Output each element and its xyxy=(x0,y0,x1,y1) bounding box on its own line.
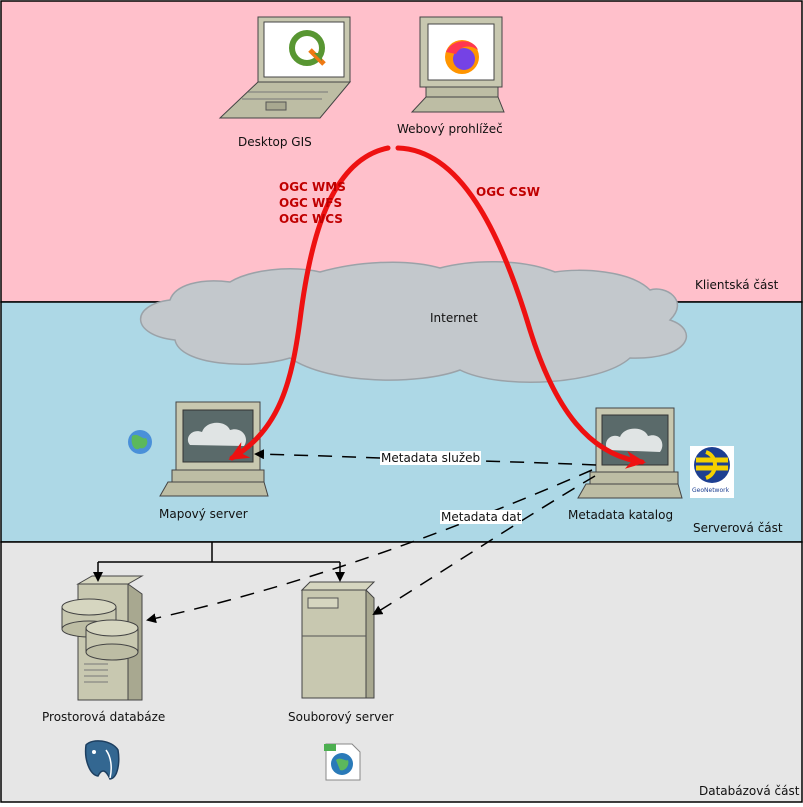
ogc-wfs-label: OGC WFS xyxy=(279,196,343,210)
ogc-wms-label: OGC WMS xyxy=(279,180,346,194)
geotiff-file-icon xyxy=(324,743,361,781)
database-zone-label: Databázová část xyxy=(699,784,800,798)
database-server-icon xyxy=(61,575,144,701)
laptop-icon xyxy=(218,16,352,119)
ogc-csw-label: OGC CSW xyxy=(476,185,540,199)
ogc-wms-wfs-wcs-arrow xyxy=(228,145,391,461)
browser-monitor-icon xyxy=(410,16,505,113)
geonetwork-logo-text: GeoNetwork xyxy=(692,487,730,494)
map-server-label: Mapový server xyxy=(159,507,248,521)
ogc-wcs-label: OGC WCS xyxy=(279,212,343,226)
postgresql-elephant-icon xyxy=(84,740,120,780)
internet-cloud xyxy=(139,260,688,383)
web-browser-label: Webový prohlížeč xyxy=(397,122,503,136)
service-metadata-label: Metadata služeb xyxy=(380,451,482,465)
client-zone-label: Klientská část xyxy=(695,278,779,292)
metadata-catalog-computer-icon xyxy=(577,407,683,499)
file-server-icon xyxy=(300,581,376,699)
server-zone-label: Serverová část xyxy=(693,521,783,535)
service-metadata-arrow xyxy=(254,449,597,466)
ogc-csw-arrow xyxy=(395,145,646,469)
metadata-catalog-label: Metadata katalog xyxy=(568,508,674,522)
spatial-database-label: Prostorová databáze xyxy=(42,710,166,724)
file-server-label: Souborový server xyxy=(288,710,394,724)
desktop-gis-label: Desktop GIS xyxy=(238,135,312,149)
qgis-logo-icon xyxy=(289,30,326,66)
data-metadata-arrow-db xyxy=(146,469,593,624)
map-server-computer-icon xyxy=(159,401,269,497)
firefox-logo-icon xyxy=(445,40,479,74)
client-zone xyxy=(0,0,803,303)
data-metadata-arrow-file xyxy=(372,475,596,616)
map-server-storage-connector xyxy=(93,542,345,582)
data-metadata-label: Metadata dat xyxy=(440,510,523,524)
globe-icon xyxy=(128,430,152,454)
internet-label: Internet xyxy=(430,311,478,325)
geonetwork-logo-icon xyxy=(690,446,734,498)
disk-stack-bottom xyxy=(85,619,139,661)
